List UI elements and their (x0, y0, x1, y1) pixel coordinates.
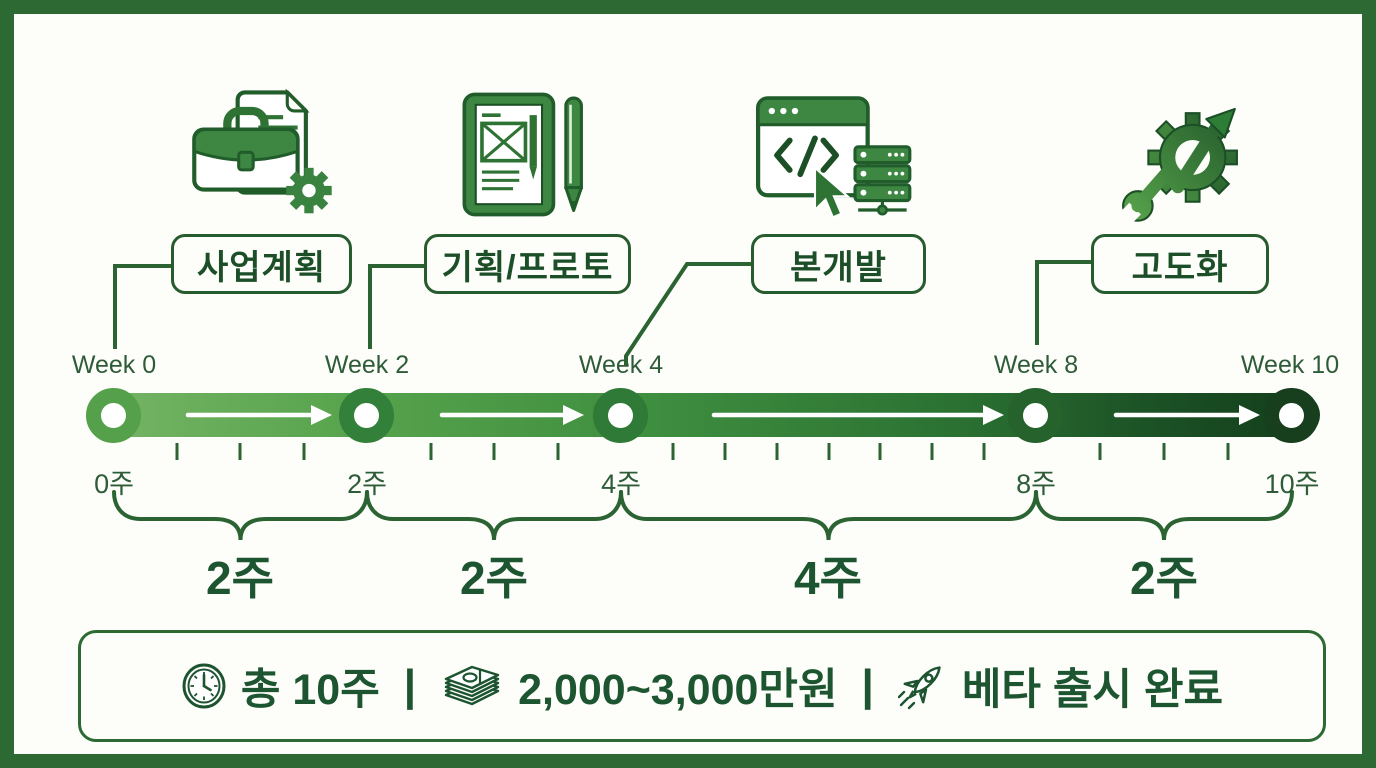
duration-phase-4: 2주 (1130, 552, 1198, 604)
duration-phase-2: 2주 (460, 552, 528, 604)
phase-box-planning-proto: 기획/프로토 (424, 234, 631, 294)
milestone-dot-week4 (593, 388, 648, 443)
budget-text: 2,000~3,000만원 (518, 666, 838, 714)
briefcase-document-gear-icon (192, 88, 332, 214)
tablet-wireframe-pencil-icon (462, 92, 583, 217)
rocket-icon (897, 666, 941, 710)
tick-label-2: 2주 (347, 469, 387, 499)
banknotes-icon (444, 665, 500, 706)
summary-box: 총 10주 | 2,000~3,000만원 | (78, 630, 1326, 742)
week-label-0: Week 0 (71, 351, 157, 379)
phase-label: 사업계획 (196, 248, 327, 287)
separator: | (861, 661, 874, 710)
browser-code-server-icon (756, 96, 912, 219)
separator: | (403, 661, 417, 710)
tick-label-4: 4주 (601, 469, 641, 499)
tick-label-10: 10주 (1264, 469, 1320, 499)
tick-label-0: 0주 (94, 469, 134, 499)
clock-icon (182, 663, 226, 709)
cursor-glyph (813, 165, 851, 219)
phase-label: 본개발 (790, 248, 887, 287)
gear-glyph (286, 167, 332, 214)
week-label-2: Week 2 (324, 351, 410, 379)
gear-growth-arrow-wrench-icon (1117, 107, 1238, 226)
phase-label: 기획/프로토 (441, 248, 614, 287)
total-duration-text: 총 10주 (240, 666, 380, 714)
timeline-bar (89, 393, 1320, 437)
code-glyph (774, 135, 839, 178)
tick-marks (175, 443, 1230, 460)
duration-braces (112, 490, 1294, 541)
week-label-10: Week 10 (1240, 351, 1340, 379)
server-glyph (853, 145, 912, 216)
milestone-dot-week0 (86, 388, 141, 443)
duration-phase-1: 2주 (206, 552, 274, 604)
week-label-4: Week 4 (578, 351, 664, 379)
milestone-dot-week2 (339, 388, 394, 443)
phase-box-main-development: 본개발 (751, 234, 926, 294)
growth-arrow-glyph (1131, 107, 1236, 213)
phase-box-advancement: 고도화 (1091, 234, 1269, 294)
week-label-8: Week 8 (993, 351, 1079, 379)
phase-box-business-plan: 사업계획 (171, 234, 352, 294)
tick-label-8: 8주 (1016, 469, 1056, 499)
duration-phase-3: 4주 (794, 552, 862, 604)
milestone-text: 베타 출시 완료 (961, 666, 1224, 714)
milestone-dot-week8 (1008, 388, 1063, 443)
phase-label: 고도화 (1131, 248, 1229, 287)
milestone-dot-week10 (1264, 388, 1319, 443)
